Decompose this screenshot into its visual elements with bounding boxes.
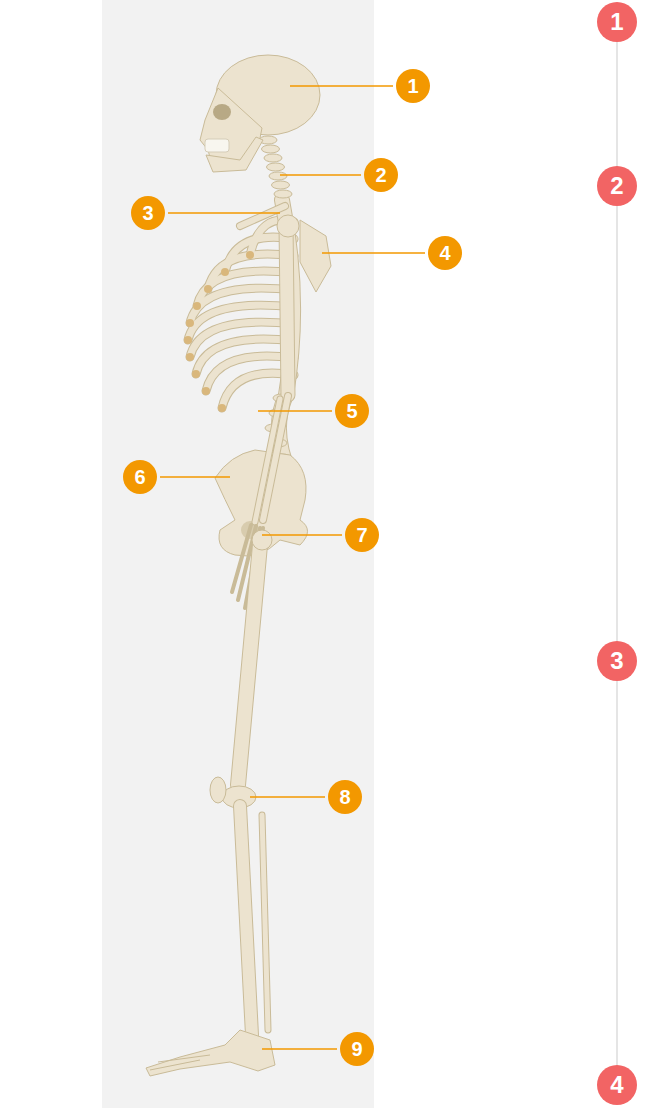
toe-line xyxy=(150,1060,200,1070)
radius-edge xyxy=(255,399,280,522)
leader-line xyxy=(290,85,393,87)
section-marker: 4 xyxy=(597,1065,637,1105)
background-panel xyxy=(102,0,374,1108)
callout-number: 7 xyxy=(345,518,379,552)
section-marker: 1 xyxy=(597,2,637,42)
vertebra xyxy=(264,154,282,162)
humerus xyxy=(286,224,288,395)
foot xyxy=(146,1030,275,1076)
fibula xyxy=(262,815,268,1030)
costal-cartilage xyxy=(218,404,226,412)
costal-cartilage xyxy=(221,268,229,276)
leader-line xyxy=(280,174,361,176)
teeth xyxy=(205,139,229,152)
section-marker: 3 xyxy=(597,641,637,681)
callout-number: 5 xyxy=(335,394,369,428)
costal-cartilage xyxy=(246,251,254,259)
leader-line xyxy=(258,410,332,412)
radius xyxy=(255,399,280,522)
fibula-edge xyxy=(262,815,268,1030)
vertebra xyxy=(272,181,290,189)
costal-cartilage xyxy=(204,285,212,293)
costal-cartilage xyxy=(186,319,194,327)
eye-socket xyxy=(213,104,231,120)
femur xyxy=(238,545,260,785)
jaw xyxy=(206,137,263,172)
finger xyxy=(232,525,251,592)
patella xyxy=(210,777,226,803)
leader-line xyxy=(322,252,425,254)
costal-cartilage xyxy=(202,387,210,395)
callout-number: 4 xyxy=(428,236,462,270)
callout-number: 9 xyxy=(340,1032,374,1066)
costal-cartilage xyxy=(193,302,201,310)
leader-line xyxy=(160,476,230,478)
rib-cage xyxy=(184,220,294,412)
callout-number: 1 xyxy=(396,69,430,103)
leader-line xyxy=(168,212,280,214)
humerus-head xyxy=(277,215,299,237)
leader-line xyxy=(262,1048,337,1050)
costal-cartilage xyxy=(186,353,194,361)
costal-cartilage xyxy=(192,370,200,378)
humerus-edge xyxy=(286,224,288,395)
vertebra xyxy=(262,145,280,153)
callout-number: 8 xyxy=(328,780,362,814)
toe-line xyxy=(158,1055,210,1062)
tibia xyxy=(240,806,252,1035)
vertebra xyxy=(269,172,287,180)
scapula xyxy=(300,220,331,292)
callout-number: 6 xyxy=(123,460,157,494)
vertebra xyxy=(274,190,292,198)
section-marker: 2 xyxy=(597,166,637,206)
tibia-edge xyxy=(240,806,252,1035)
callout-number: 3 xyxy=(131,196,165,230)
callout-number: 2 xyxy=(364,158,398,192)
femur-head xyxy=(252,530,272,550)
costal-cartilage xyxy=(184,336,192,344)
leader-line xyxy=(262,534,342,536)
vertebra xyxy=(267,163,285,171)
femur-edge xyxy=(238,545,260,785)
leader-line xyxy=(250,796,325,798)
